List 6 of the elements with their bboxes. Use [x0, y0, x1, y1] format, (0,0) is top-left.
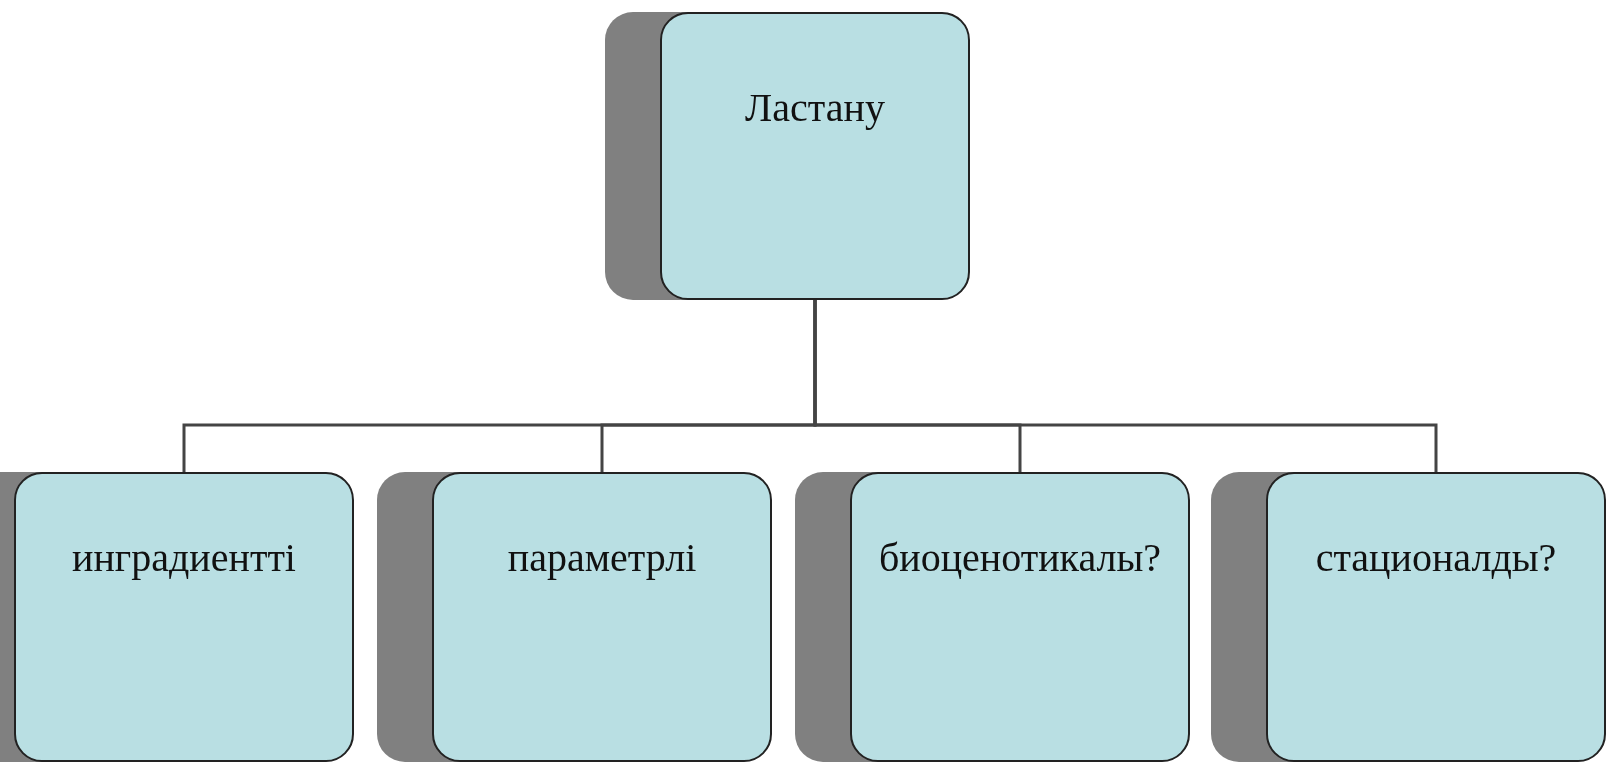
box-text: биоценотикалы? — [878, 534, 1162, 581]
connector-line — [813, 300, 1438, 472]
box-text: параметрлі — [507, 534, 697, 581]
box-text: ингрaдиентті — [72, 534, 296, 581]
box-text: стационалды? — [1315, 534, 1557, 581]
box-text: Ластану — [745, 84, 885, 131]
